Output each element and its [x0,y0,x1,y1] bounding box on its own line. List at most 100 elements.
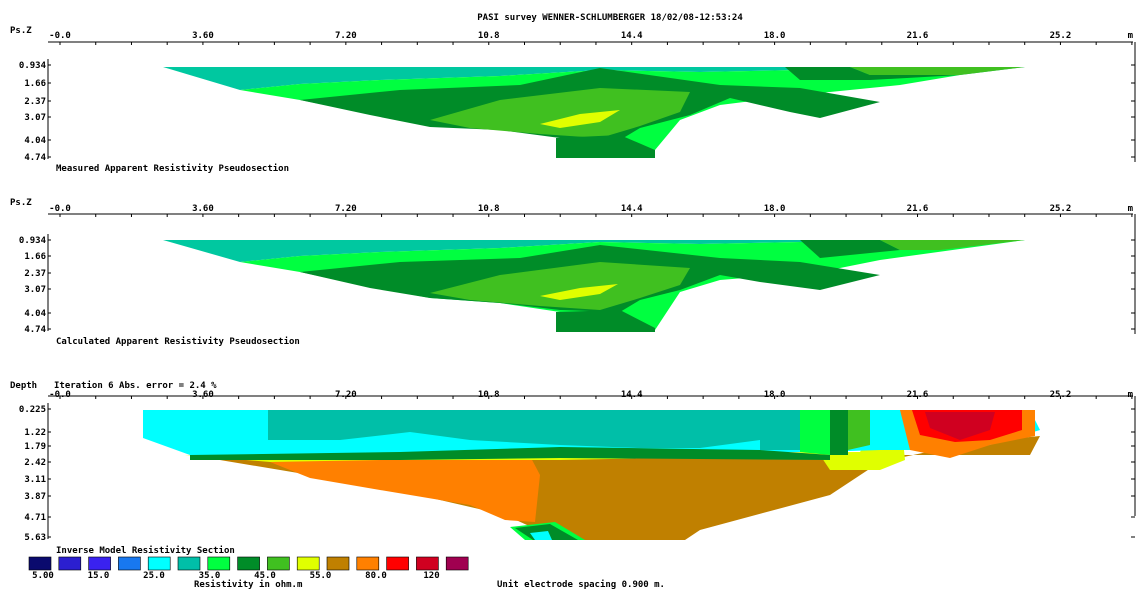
region-dark-green-right [830,410,848,455]
inverse-model-section [143,410,1040,540]
x-unit-label: m [1128,31,1134,41]
depth-tick-label: 3.11 [24,475,46,485]
inverse-panel: Depth Iteration 6 Abs. error = 2.4 % -0.… [10,380,1136,543]
depth-tick-label: 4.71 [24,513,46,523]
legend-value-label: 25.0 [143,571,165,581]
region-cyan-green [163,240,1025,262]
depth-tick-label: 4.04 [24,136,46,146]
x-tick-label: -0.0 [49,204,71,214]
region-cyan-pocket [530,531,552,540]
depth-tick-label: 1.66 [24,79,46,89]
x-tick-label: 7.20 [335,204,357,214]
x-tick-label: 21.6 [907,204,929,214]
legend-value-label: 15.0 [88,571,110,581]
legend-swatch [237,556,260,571]
legend-value-label: 45.0 [254,571,276,581]
legend-value-label: 55.0 [310,571,332,581]
region-dark-green-bottom [556,135,655,158]
measured-caption: Measured Apparent Resistivity Pseudosect… [56,163,289,174]
iteration-header: Iteration 6 Abs. error = 2.4 % [54,380,217,391]
legend-value-label: 80.0 [365,571,387,581]
legend-value-labels: 5.00 15.0 25.0 35.0 45.0 55.0 80.0 120 [32,571,439,581]
legend-swatch [326,556,350,571]
depth-tick-label: 0.934 [19,236,47,246]
legend-value-label: 5.00 [32,571,54,581]
region-dark-green-bottom [556,310,655,332]
measured-ylabel: Ps.Z [10,26,32,36]
depth-tick-label: 2.42 [24,458,46,468]
depth-tick-label: 4.74 [24,153,46,163]
depth-tick-label: 3.07 [24,113,46,123]
legend-value-label: 35.0 [199,571,221,581]
region-light-green-core [430,88,690,138]
region-yellow-core [540,110,620,128]
legend-swatch [118,556,141,571]
x-tick-label: 25.2 [1050,390,1072,400]
x-tick-label: 3.60 [192,204,214,214]
legend-units: Resistivity in ohm.m [194,579,303,590]
region-light-green-right [850,67,1025,75]
depth-tick-label: 2.37 [24,97,46,107]
legend-swatch [147,556,171,571]
survey-title: PASI survey WENNER-SCHLUMBERGER 18/02/08… [477,13,743,23]
legend-swatch [296,556,320,571]
x-tick-label: -0.0 [49,31,71,41]
x-tick-label: 14.4 [621,204,643,214]
region-dark-green-band [190,447,830,460]
depth-tick-label: 4.74 [24,325,46,335]
measured-depth-axis: 0.934 1.66 2.37 3.07 4.04 4.74 [19,59,1135,163]
depth-tick-label: 0.934 [19,61,47,71]
legend-swatch [58,556,82,571]
inverse-ylabel: Depth [10,381,37,391]
depth-tick-label: 3.07 [24,285,46,295]
legend-swatch [356,556,380,571]
legend-swatch [386,556,409,571]
x-tick-label: 10.8 [478,31,500,41]
legend-swatch [267,556,290,571]
x-tick-label: 25.2 [1050,31,1072,41]
depth-tick-label: 0.225 [19,405,46,415]
region-yellow-core [540,284,618,300]
x-tick-label: 14.4 [621,390,643,400]
x-tick-label: 3.60 [192,390,214,400]
depth-tick-label: 3.87 [24,492,46,502]
legend-swatches [28,556,469,571]
x-tick-label: 25.2 [1050,204,1072,214]
legend-swatch [207,556,231,571]
region-teal-right [760,410,800,450]
legend-value-label: 120 [423,571,439,581]
region-light-green-right [848,410,870,450]
depth-tick-label: 1.22 [24,428,46,438]
x-tick-label: 18.0 [764,31,786,41]
region-orange-deep [270,456,540,522]
x-tick-label: 18.0 [764,204,786,214]
region-dark-green-top [785,67,960,80]
legend-swatch [28,556,52,571]
depth-tick-label: 2.37 [24,269,46,279]
region-teal-surface [268,410,760,448]
electrode-spacing-note: Unit electrode spacing 0.900 m. [497,579,665,590]
region-light-green-core [430,262,690,310]
x-tick-label: 7.20 [335,31,357,41]
region-cyan-green [163,67,1025,90]
legend-title: Inverse Model Resistivity Section [56,545,235,556]
legend-swatch [445,556,469,571]
legend-swatch [416,556,439,571]
calculated-ylabel: Ps.Z [10,198,32,208]
x-unit-label: m [1128,390,1134,400]
depth-tick-label: 1.79 [24,442,46,452]
x-tick-label: 14.4 [621,31,643,41]
color-legend: Inverse Model Resistivity Section 5.00 15… [28,545,469,590]
legend-swatch [177,556,201,571]
region-light-green-right [880,240,1025,250]
inverse-depth-axis: 0.225 1.22 1.79 2.42 3.11 3.87 4.71 5.63 [19,403,1135,543]
x-tick-label: 7.20 [335,390,357,400]
depth-tick-label: 5.63 [24,533,46,543]
legend-swatch [88,556,111,571]
